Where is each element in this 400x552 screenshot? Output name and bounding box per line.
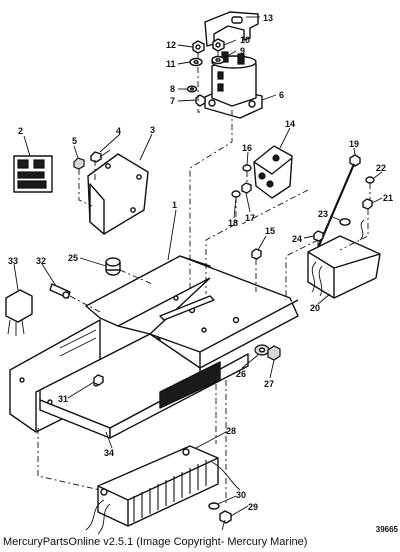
part-2-decal[interactable] xyxy=(13,155,53,193)
callout-24: 24 xyxy=(292,234,302,244)
part-12-nut[interactable] xyxy=(192,40,205,54)
part-3-cover[interactable] xyxy=(87,153,149,235)
leader-lines xyxy=(13,16,383,517)
copyright-footer: MercuryPartsOnline v2.5.1 (Image Copyrig… xyxy=(3,536,308,548)
callout-labels: 13 12 10 9 11 8 7 6 2 4 3 5 14 16 19 22 … xyxy=(8,13,393,512)
part-4-screw[interactable] xyxy=(90,149,111,163)
part-10-nut[interactable] xyxy=(212,38,225,52)
assembly-lines xyxy=(37,51,371,506)
callout-15: 15 xyxy=(265,226,275,236)
callout-19: 19 xyxy=(349,139,359,149)
callout-30: 30 xyxy=(236,490,246,500)
callout-23: 23 xyxy=(318,209,328,219)
callout-34: 34 xyxy=(104,448,114,458)
callout-22: 22 xyxy=(376,163,386,173)
part-31-bolt[interactable] xyxy=(93,374,104,386)
part-34-base-plate[interactable] xyxy=(9,319,249,439)
callout-9: 9 xyxy=(240,46,245,56)
callout-3: 3 xyxy=(150,125,155,135)
part-26-washer[interactable] xyxy=(254,344,270,356)
callout-27: 27 xyxy=(264,379,274,389)
callout-29: 29 xyxy=(248,502,258,512)
callout-26: 26 xyxy=(236,369,246,379)
part-8-washer[interactable] xyxy=(186,85,198,93)
part-22-washer[interactable] xyxy=(365,176,375,184)
part-17-nut[interactable] xyxy=(241,182,252,194)
callout-5: 5 xyxy=(72,136,77,146)
part-15-screw[interactable] xyxy=(251,248,262,260)
callout-28: 28 xyxy=(226,426,236,436)
part-28-rectifier[interactable] xyxy=(85,445,241,535)
part-25-bumper[interactable] xyxy=(105,257,121,276)
callout-1: 1 xyxy=(172,200,177,210)
part-18-washer[interactable] xyxy=(231,190,241,198)
part-11-washer[interactable] xyxy=(189,57,203,67)
part-6-solenoid[interactable] xyxy=(204,51,263,119)
part-30-washer[interactable] xyxy=(208,502,220,510)
part-7-nut[interactable] xyxy=(195,94,206,107)
part-23-washer[interactable] xyxy=(339,218,351,226)
callout-21: 21 xyxy=(383,193,393,203)
part-16-washer[interactable] xyxy=(242,164,252,172)
callout-33: 33 xyxy=(8,256,18,266)
callout-11: 11 xyxy=(166,59,176,69)
callout-8: 8 xyxy=(170,84,175,94)
callout-17: 17 xyxy=(245,213,255,223)
callout-13: 13 xyxy=(263,13,273,23)
part-9-washer[interactable] xyxy=(211,55,225,65)
callout-16: 16 xyxy=(242,143,252,153)
callout-2: 2 xyxy=(18,126,23,136)
callout-31: 31 xyxy=(58,394,68,404)
callout-32: 32 xyxy=(36,256,46,266)
callout-25: 25 xyxy=(68,253,78,263)
callout-18: 18 xyxy=(228,218,238,228)
part-19-bolt[interactable] xyxy=(310,154,361,263)
callout-20: 20 xyxy=(310,303,320,313)
part-21-nut[interactable] xyxy=(362,198,373,210)
figure-number: 39665 xyxy=(375,525,398,534)
part-14-terminal-block[interactable] xyxy=(253,145,293,199)
callout-4: 4 xyxy=(116,126,121,136)
part-27-nut[interactable] xyxy=(267,345,281,361)
part-29-screw[interactable] xyxy=(219,510,232,531)
callout-12: 12 xyxy=(166,40,176,50)
callout-10: 10 xyxy=(240,35,250,45)
part-33-connector[interactable] xyxy=(5,289,33,336)
part-5-nut[interactable] xyxy=(73,157,85,170)
part-1-mounting-bracket[interactable] xyxy=(85,255,299,369)
callout-6: 6 xyxy=(279,90,284,100)
part-20-regulator[interactable] xyxy=(307,219,381,299)
part-32-fastener[interactable] xyxy=(49,283,71,299)
callout-7: 7 xyxy=(170,96,175,106)
callout-14: 14 xyxy=(285,119,295,129)
